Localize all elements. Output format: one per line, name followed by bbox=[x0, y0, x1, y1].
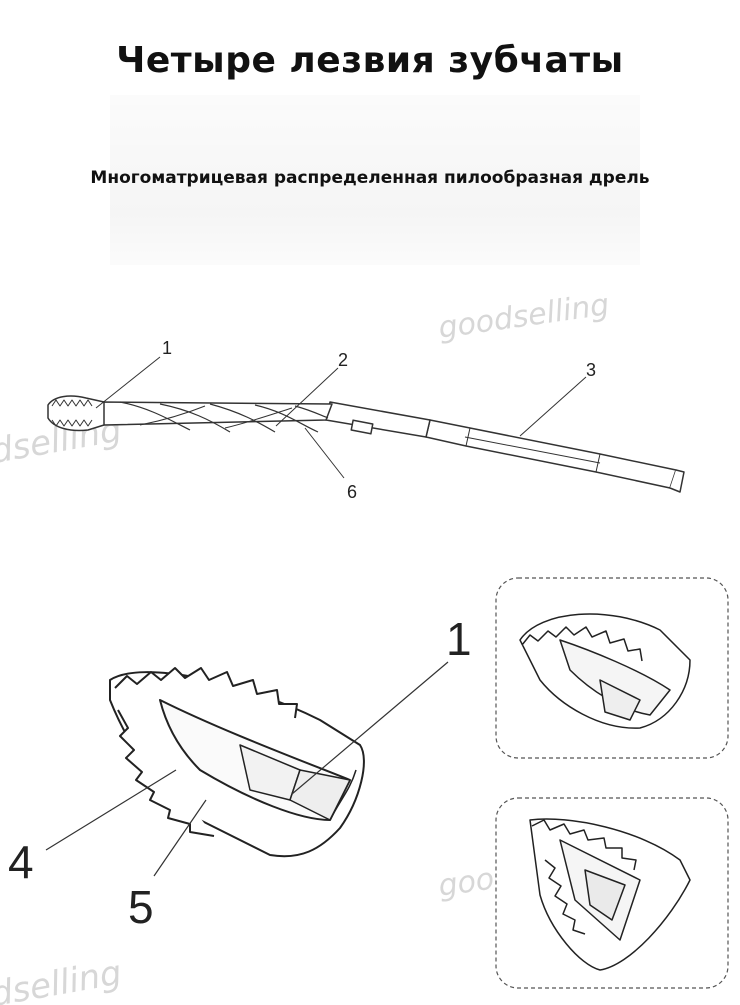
faded-background-panel bbox=[110, 95, 640, 265]
callout-label: 2 bbox=[338, 350, 348, 370]
drill-leader-lines bbox=[95, 356, 587, 479]
callout-label: 1 bbox=[162, 338, 172, 358]
watermark: goodselling bbox=[436, 287, 611, 346]
inset-view-top bbox=[495, 577, 729, 759]
callout-label: 3 bbox=[586, 360, 596, 380]
enlarged-tip bbox=[109, 667, 365, 858]
callout-label: 6 bbox=[347, 482, 357, 502]
drill-bit bbox=[47, 395, 685, 493]
watermark: goodselling bbox=[0, 953, 125, 1005]
callout-label: 5 bbox=[128, 881, 154, 933]
callout-label: 4 bbox=[8, 836, 34, 888]
page-title: Четыре лезвия зубчаты bbox=[116, 40, 624, 81]
tip-leader-lines bbox=[45, 661, 449, 877]
callout-label: 1 bbox=[446, 613, 472, 665]
page-subtitle: Многоматрицевая распределенная пилообраз… bbox=[90, 168, 650, 188]
inset-view-bottom bbox=[495, 797, 729, 989]
